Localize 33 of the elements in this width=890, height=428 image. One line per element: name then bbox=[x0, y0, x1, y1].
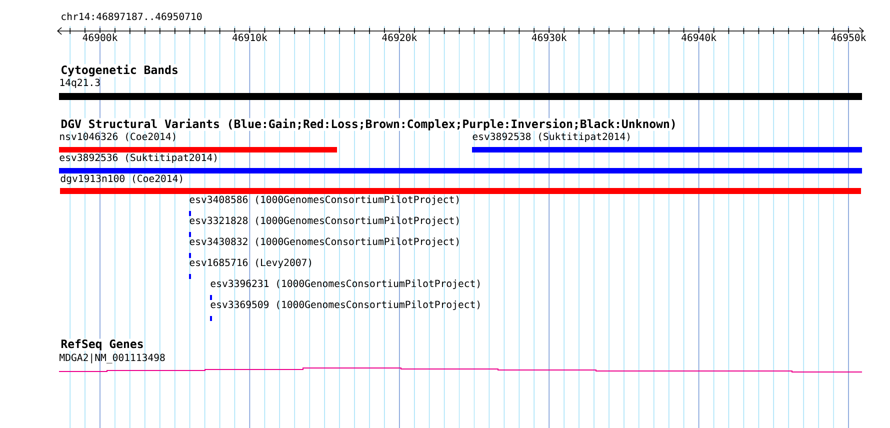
node-label: 14q21.3 bbox=[60, 78, 100, 88]
variant-feature: dgv1913n100 (Coe2014) bbox=[60, 174, 862, 194]
node-label: esv3369509 (1000GenomesConsortiumPilotProject) bbox=[210, 300, 480, 310]
variant-feature: esv3321828 (1000GenomesConsortiumPilotProject) bbox=[189, 216, 459, 237]
track-title: DGV Structural Variants (Blue:Gain;Red:Loss;Brown:Complex;Purple:Inversion;Black:Unknown) bbox=[60, 118, 678, 131]
node-label: esv3396231 (1000GenomesConsortiumPilotProject) bbox=[210, 280, 480, 290]
tick-label: 46900k bbox=[82, 33, 118, 42]
variant-feature: esv3892538 (Suktitipat2014) bbox=[472, 132, 862, 152]
band-feature: 14q21.3 bbox=[59, 78, 862, 100]
node-label: esv3892536 (Suktitipat2014) bbox=[60, 154, 216, 164]
tick-label: 46940k bbox=[680, 33, 718, 42]
track-title: RefSeq Genes bbox=[60, 338, 144, 351]
tick-label: 46920k bbox=[381, 33, 418, 42]
track-title: Cytogenetic Bands bbox=[60, 64, 179, 77]
variant-feature: esv3408586 (1000GenomesConsortiumPilotProject) bbox=[189, 196, 459, 216]
variant-feature: esv3892536 (Suktitipat2014) bbox=[59, 154, 862, 174]
variant-feature: esv3369509 (1000GenomesConsortiumPilotProject) bbox=[210, 300, 480, 321]
tick-label: 46910k bbox=[232, 33, 268, 42]
tick-label: 46950k bbox=[830, 33, 867, 42]
node-label: esv3892538 (Suktitipat2014) bbox=[472, 132, 630, 142]
variant-feature: esv1685716 (Levy2007) bbox=[189, 258, 312, 279]
node-label: nsv1046326 (Coe2014) bbox=[60, 132, 176, 142]
variant-feature: esv3396231 (1000GenomesConsortiumPilotProject) bbox=[210, 280, 480, 300]
node-label: esv3408586 (1000GenomesConsortiumPilotProject) bbox=[190, 196, 459, 206]
variant-feature: nsv1046326 (Coe2014) bbox=[59, 132, 337, 152]
gene-feature: MDGA2|NM_001113498 bbox=[58, 354, 863, 372]
node-label: esv3430832 (1000GenomesConsortiumPilotProject) bbox=[190, 238, 459, 248]
tick-label: 46930k bbox=[530, 33, 568, 42]
coordinate-label: chr14:46897187..46950710 bbox=[60, 12, 203, 21]
node-label: esv1685716 (Levy2007) bbox=[190, 258, 312, 268]
node-label: esv3321828 (1000GenomesConsortiumPilotProject) bbox=[190, 216, 459, 226]
variant-feature: esv3430832 (1000GenomesConsortiumPilotProject) bbox=[189, 238, 459, 258]
node-label: dgv1913n100 (Coe2014) bbox=[60, 174, 182, 184]
